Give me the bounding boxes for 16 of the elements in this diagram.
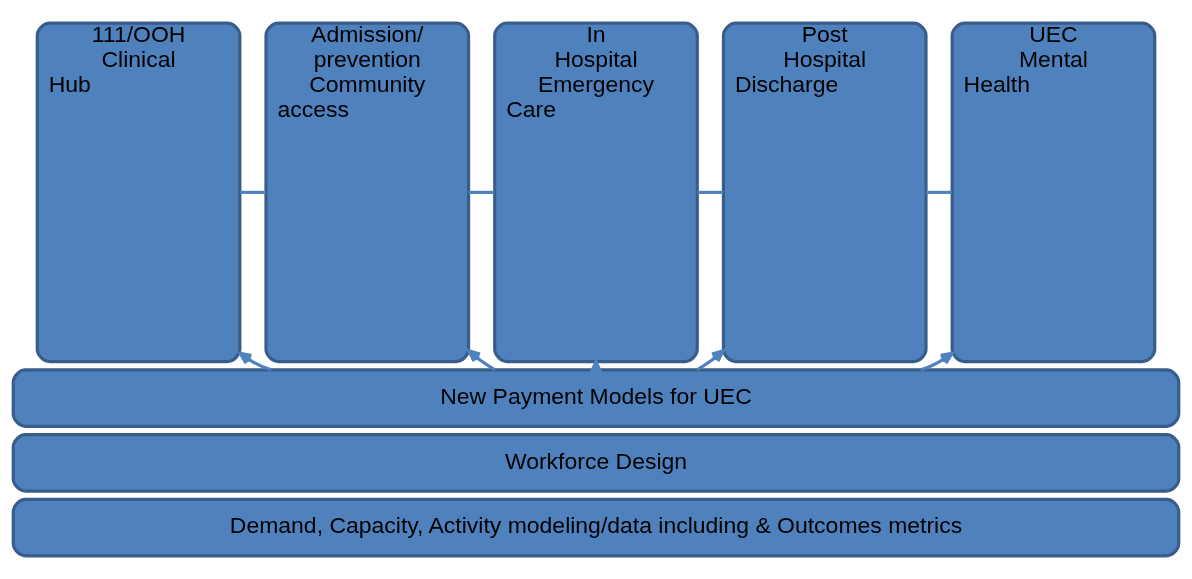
arrow xyxy=(589,360,603,374)
node-box: Admission/ prevention Community access xyxy=(264,21,471,364)
arrow xyxy=(238,351,272,372)
connector xyxy=(697,190,724,194)
node-box: Demand, Capacity, Activity modeling/data including & Outcomes metrics xyxy=(11,497,1181,558)
arrow xyxy=(696,349,725,372)
arrow xyxy=(467,349,496,372)
node-box: 111/OOH Clinical Hub xyxy=(35,21,242,364)
connector xyxy=(468,190,495,194)
node-box: Post Hospital Discharge xyxy=(721,21,928,364)
node-box: Workforce Design xyxy=(11,433,1181,493)
node-box: In Hospital Emergency Care xyxy=(493,21,699,364)
arrow xyxy=(920,351,954,372)
connector xyxy=(926,190,952,194)
node-box: UEC Mental Health xyxy=(950,21,1157,364)
connector xyxy=(239,190,266,194)
